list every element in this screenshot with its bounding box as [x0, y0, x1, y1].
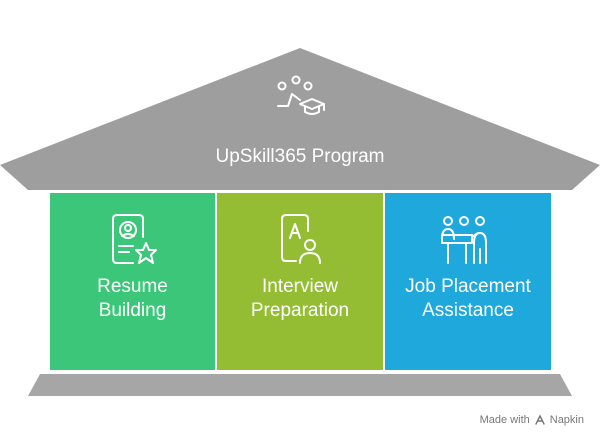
graduation-network-icon [277, 75, 325, 115]
pillar-job-placement-assistance: Job Placement Assistance [385, 193, 551, 370]
pillar-label: Interview Preparation [250, 276, 350, 321]
pillar-interview-preparation: Interview Preparation [217, 193, 383, 370]
roof [0, 48, 600, 190]
made-with-text: Made with [479, 414, 530, 426]
foundation [28, 374, 572, 396]
napkin-credit[interactable]: Made with Napkin [480, 414, 584, 426]
interview-person-icon [281, 214, 321, 264]
napkin-brand: Napkin [549, 414, 584, 426]
program-title: UpSkill365 Program [215, 146, 385, 167]
pillar-resume-building: Resume Building [50, 193, 215, 370]
pillar-label: Job Placement Assistance [405, 276, 531, 321]
napkin-logo-icon [535, 414, 545, 425]
job-presentation-icon [441, 216, 487, 264]
pillar-label: Resume Building [97, 276, 168, 321]
resume-star-icon [111, 214, 157, 264]
